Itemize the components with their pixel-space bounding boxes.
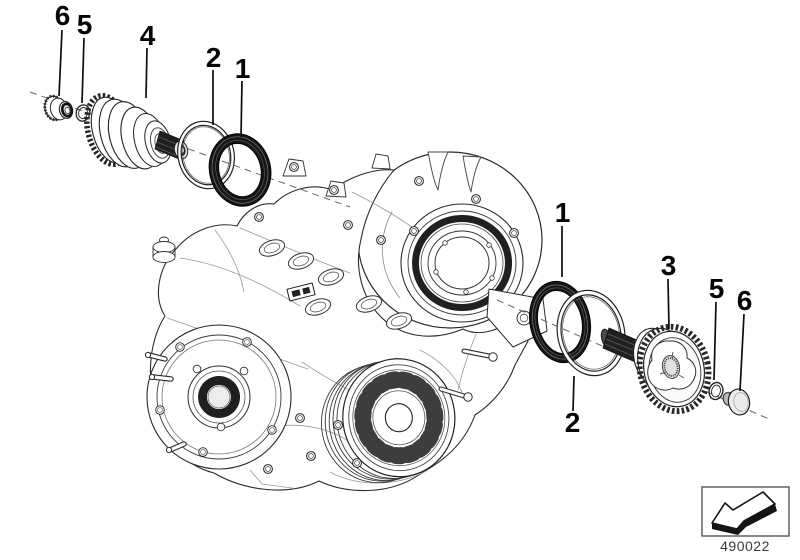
diagram-number: 490022 — [720, 538, 770, 554]
callout-right-6[interactable]: 6 — [736, 285, 753, 316]
callout-right-1[interactable]: 1 — [554, 197, 571, 228]
callout-right-5[interactable]: 5 — [708, 273, 725, 304]
callout-left-5[interactable]: 5 — [76, 9, 93, 40]
part-5-o-ring-right — [708, 381, 724, 401]
breather-fitting — [152, 236, 176, 263]
part-1-shaft-seal-left — [208, 133, 272, 207]
damper-pulley — [320, 358, 456, 484]
housing-bosses — [258, 239, 413, 330]
part-6-sealing-plug-right — [722, 388, 751, 416]
housing-studs-left — [144, 351, 187, 454]
callout-right-2[interactable]: 2 — [564, 407, 581, 438]
callout-left-1[interactable]: 1 — [234, 53, 251, 84]
part-6-sealing-plug-left — [43, 94, 74, 122]
transfer-case-housing — [144, 151, 548, 492]
part-2-sealing-ring-right — [556, 289, 626, 377]
direction-arrow-box — [701, 486, 790, 537]
part-4-geared-joint — [84, 92, 189, 170]
callout-right-3[interactable]: 3 — [660, 250, 677, 281]
brand-emblem — [286, 282, 316, 302]
input-flange — [146, 324, 292, 470]
housing-studs-right — [438, 348, 498, 402]
callout-left-4[interactable]: 4 — [139, 20, 156, 51]
housing-bolts — [254, 162, 519, 474]
direction-arrow-icon — [711, 491, 777, 535]
callout-left-2[interactable]: 2 — [205, 42, 222, 73]
axis-left — [29, 91, 351, 208]
callout-leader-lines — [58, 29, 745, 412]
callout-left-6[interactable]: 6 — [54, 0, 71, 31]
part-3-cv-joint-cup — [600, 323, 712, 415]
